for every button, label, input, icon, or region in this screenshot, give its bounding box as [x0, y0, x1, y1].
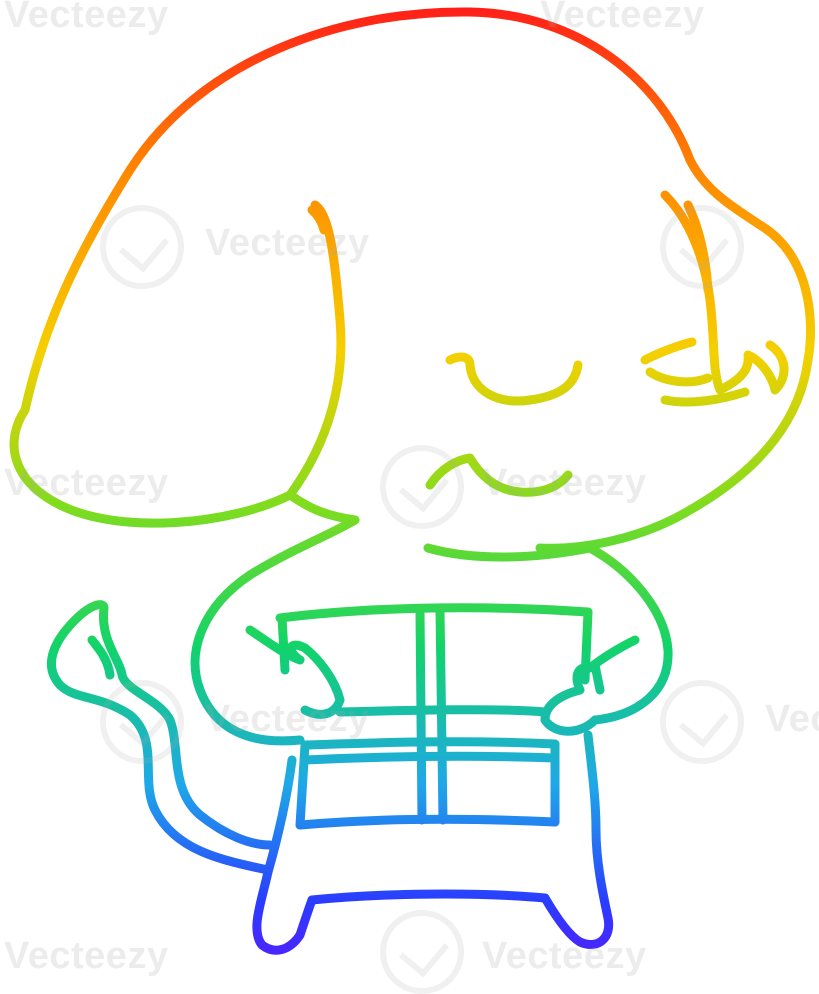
body-right [585, 543, 673, 725]
left-leg-outer [263, 755, 297, 877]
gift-ribbon-vertical-1 [415, 607, 427, 825]
head-outline [20, 7, 816, 553]
left-ear-inner [285, 200, 346, 500]
chin-line [423, 543, 595, 562]
tail-tuft [87, 635, 115, 680]
left-ear-outline [9, 405, 295, 528]
right-eye [640, 337, 713, 387]
trunk-tip [660, 387, 750, 407]
gift-top [275, 603, 593, 623]
trunk-line [683, 200, 713, 295]
gift-lid-bottom [335, 705, 550, 717]
left-hand [245, 625, 345, 719]
gift-box-left [295, 740, 310, 830]
right-leg [540, 825, 614, 949]
left-ear-tick [307, 205, 329, 235]
crotch [307, 889, 550, 905]
gift-ribbon-vertical-2 [435, 605, 448, 825]
neck-left [285, 490, 360, 525]
body-left [190, 515, 360, 746]
smile [425, 453, 573, 497]
left-eye [445, 352, 583, 406]
gift-ribbon-horizontal [300, 737, 560, 765]
tail [47, 600, 275, 875]
gift-lid-left [277, 613, 290, 675]
left-leg [252, 867, 317, 955]
right-hand [540, 635, 640, 736]
right-leg-outer [583, 730, 601, 835]
gift-box-bottom [295, 814, 560, 830]
